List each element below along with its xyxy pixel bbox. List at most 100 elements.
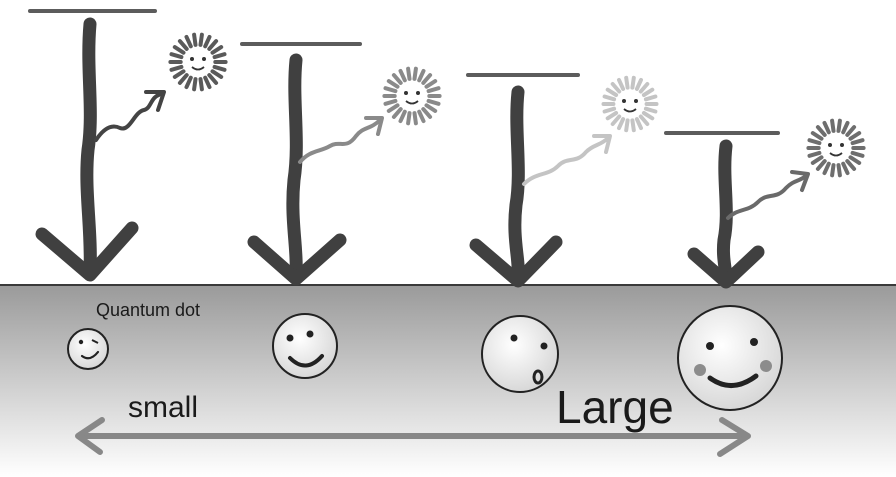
sun-ray: [207, 39, 219, 51]
sun-ray: [386, 103, 400, 113]
sun-ray: [810, 131, 824, 141]
excitation-arrow-4: [687, 139, 765, 289]
sun-ray: [198, 77, 204, 92]
sun-eye: [828, 143, 832, 147]
sun-ray: [412, 111, 418, 126]
sun-ray: [169, 52, 184, 60]
sun-ray: [850, 138, 865, 146]
sun-ray: [426, 98, 441, 106]
sun-ray: [177, 73, 189, 85]
sun-ray: [807, 138, 822, 146]
sun-ray: [630, 118, 636, 133]
quantum-dot-label: Quantum dot: [96, 300, 200, 320]
sun-ray: [192, 77, 198, 92]
excitation-arrow-3: [469, 85, 563, 288]
sun-ray: [210, 69, 224, 79]
sun-ray: [634, 77, 643, 91]
sun-mouth: [623, 108, 637, 113]
sun-ray: [391, 73, 403, 85]
large-label: Large: [556, 381, 674, 433]
sun-ray: [624, 75, 630, 90]
emission-arrow-2: [298, 116, 384, 164]
sun-ray: [638, 82, 650, 94]
sun-ray: [406, 111, 412, 126]
sun-ray: [398, 68, 407, 83]
sun-eye: [416, 91, 420, 95]
sun-ray: [641, 87, 655, 97]
sun-ray: [210, 45, 224, 55]
sun-ray: [424, 79, 438, 89]
sun-mouth: [829, 152, 843, 157]
sun-eye: [634, 99, 638, 103]
sun-ray: [836, 118, 842, 133]
sun-ray: [417, 109, 426, 124]
sun-ray: [203, 75, 212, 90]
sun-ray: [212, 52, 227, 60]
sun-eye: [190, 57, 194, 61]
sun-icon-4: [806, 118, 866, 178]
sun-ray: [845, 125, 857, 137]
sun-ray: [172, 45, 186, 55]
sun-mouth: [405, 100, 419, 105]
sun-ray: [807, 150, 822, 158]
sun-ray: [841, 161, 850, 176]
sun-ray: [643, 106, 658, 114]
excitation-arrow-1: [35, 17, 139, 282]
sun-ray: [822, 120, 831, 135]
sun-ray: [836, 163, 842, 178]
sun-icon-3: [601, 75, 659, 133]
sun-eye: [404, 91, 408, 95]
sun-ray: [810, 155, 824, 165]
sun-ray: [848, 131, 862, 141]
sun-ray: [641, 111, 655, 121]
emission-arrow-4: [726, 170, 810, 220]
emission-arrow-3: [522, 134, 612, 186]
size-scale-arrow: [75, 417, 751, 457]
sun-ray: [845, 159, 857, 171]
sun-ray: [830, 163, 836, 178]
sun-mouth: [191, 66, 205, 71]
sun-ray: [398, 109, 407, 124]
sun-ray: [830, 118, 836, 133]
sun-ray: [391, 107, 403, 119]
quantum-dot-small: [272, 313, 338, 379]
sun-ray: [172, 69, 186, 79]
sun-ray: [617, 117, 626, 131]
sun-ray: [841, 120, 850, 135]
sun-ray: [212, 64, 227, 72]
sun-ray: [412, 66, 418, 81]
sun-ray: [406, 66, 412, 81]
sun-ray: [383, 98, 398, 106]
sun-ray: [815, 125, 827, 137]
sun-ray: [169, 64, 184, 72]
sun-ray: [634, 117, 643, 131]
sun-ray: [602, 94, 617, 102]
sun-ray: [638, 114, 650, 126]
sun-ray: [383, 86, 398, 94]
sun-ray: [421, 73, 433, 85]
sun-ray: [630, 75, 636, 90]
quantum-dot-large: [677, 305, 783, 411]
sun-ray: [184, 34, 193, 49]
small-label: small: [128, 391, 198, 424]
sun-ray: [605, 87, 619, 97]
sun-eye: [622, 99, 626, 103]
sun-ray: [643, 94, 658, 102]
sun-icon-2: [382, 66, 442, 126]
quantum-dot-smallest: [67, 328, 109, 370]
excitation-arrow-2: [247, 53, 347, 286]
sun-ray: [386, 79, 400, 89]
sun-ray: [850, 150, 865, 158]
sun-eye: [202, 57, 206, 61]
sun-ray: [198, 32, 204, 47]
sun-eye: [840, 143, 844, 147]
sun-ray: [184, 75, 193, 90]
sun-ray: [624, 118, 630, 133]
sun-ray: [610, 82, 622, 94]
sun-ray: [815, 159, 827, 171]
sun-ray: [207, 73, 219, 85]
sun-ray: [192, 32, 198, 47]
sun-ray: [617, 77, 626, 91]
